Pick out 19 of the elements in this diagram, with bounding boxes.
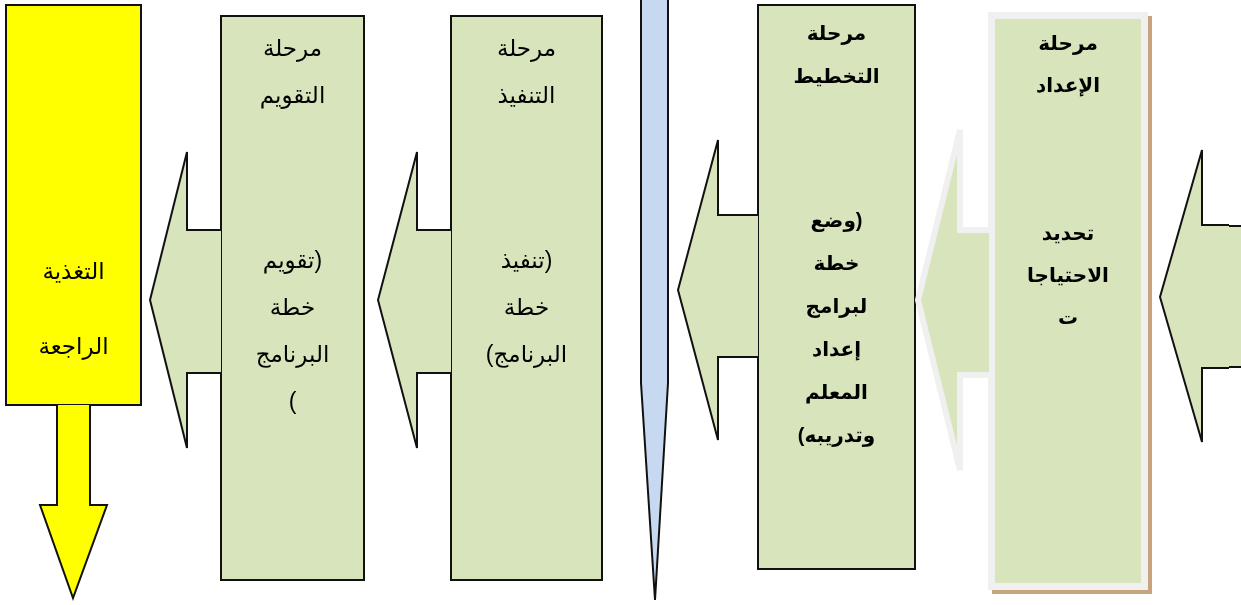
stage-description: (تقويم خطة البرنامج ) [255, 246, 330, 416]
block-arrow [38, 404, 109, 601]
block-arrow [148, 151, 222, 449]
block-arrow [914, 127, 992, 473]
stage-heading: مرحلة الإعداد [1035, 31, 1101, 99]
block-arrow [1158, 149, 1230, 443]
stage-description: (تنفيذ خطة البرنامج) [485, 246, 568, 370]
box-label: التغذية الراجعة [38, 257, 109, 362]
stage-box [450, 15, 603, 581]
stage-heading: مرحلة التخطيط [793, 21, 880, 89]
block-arrow [376, 151, 452, 449]
stage-heading: مرحلة التقويم [259, 34, 326, 111]
block-arrow [676, 139, 759, 441]
stage-description: تحديد الاحتياجا ت [1027, 221, 1109, 330]
feedback-box [5, 4, 142, 406]
stage-heading: مرحلة التنفيذ [496, 34, 557, 110]
stage-box [757, 4, 916, 570]
stage-box [220, 15, 365, 581]
stage-description: (وضع خطة لبرامج إعداد المعلم وتدريبه) [797, 208, 876, 449]
